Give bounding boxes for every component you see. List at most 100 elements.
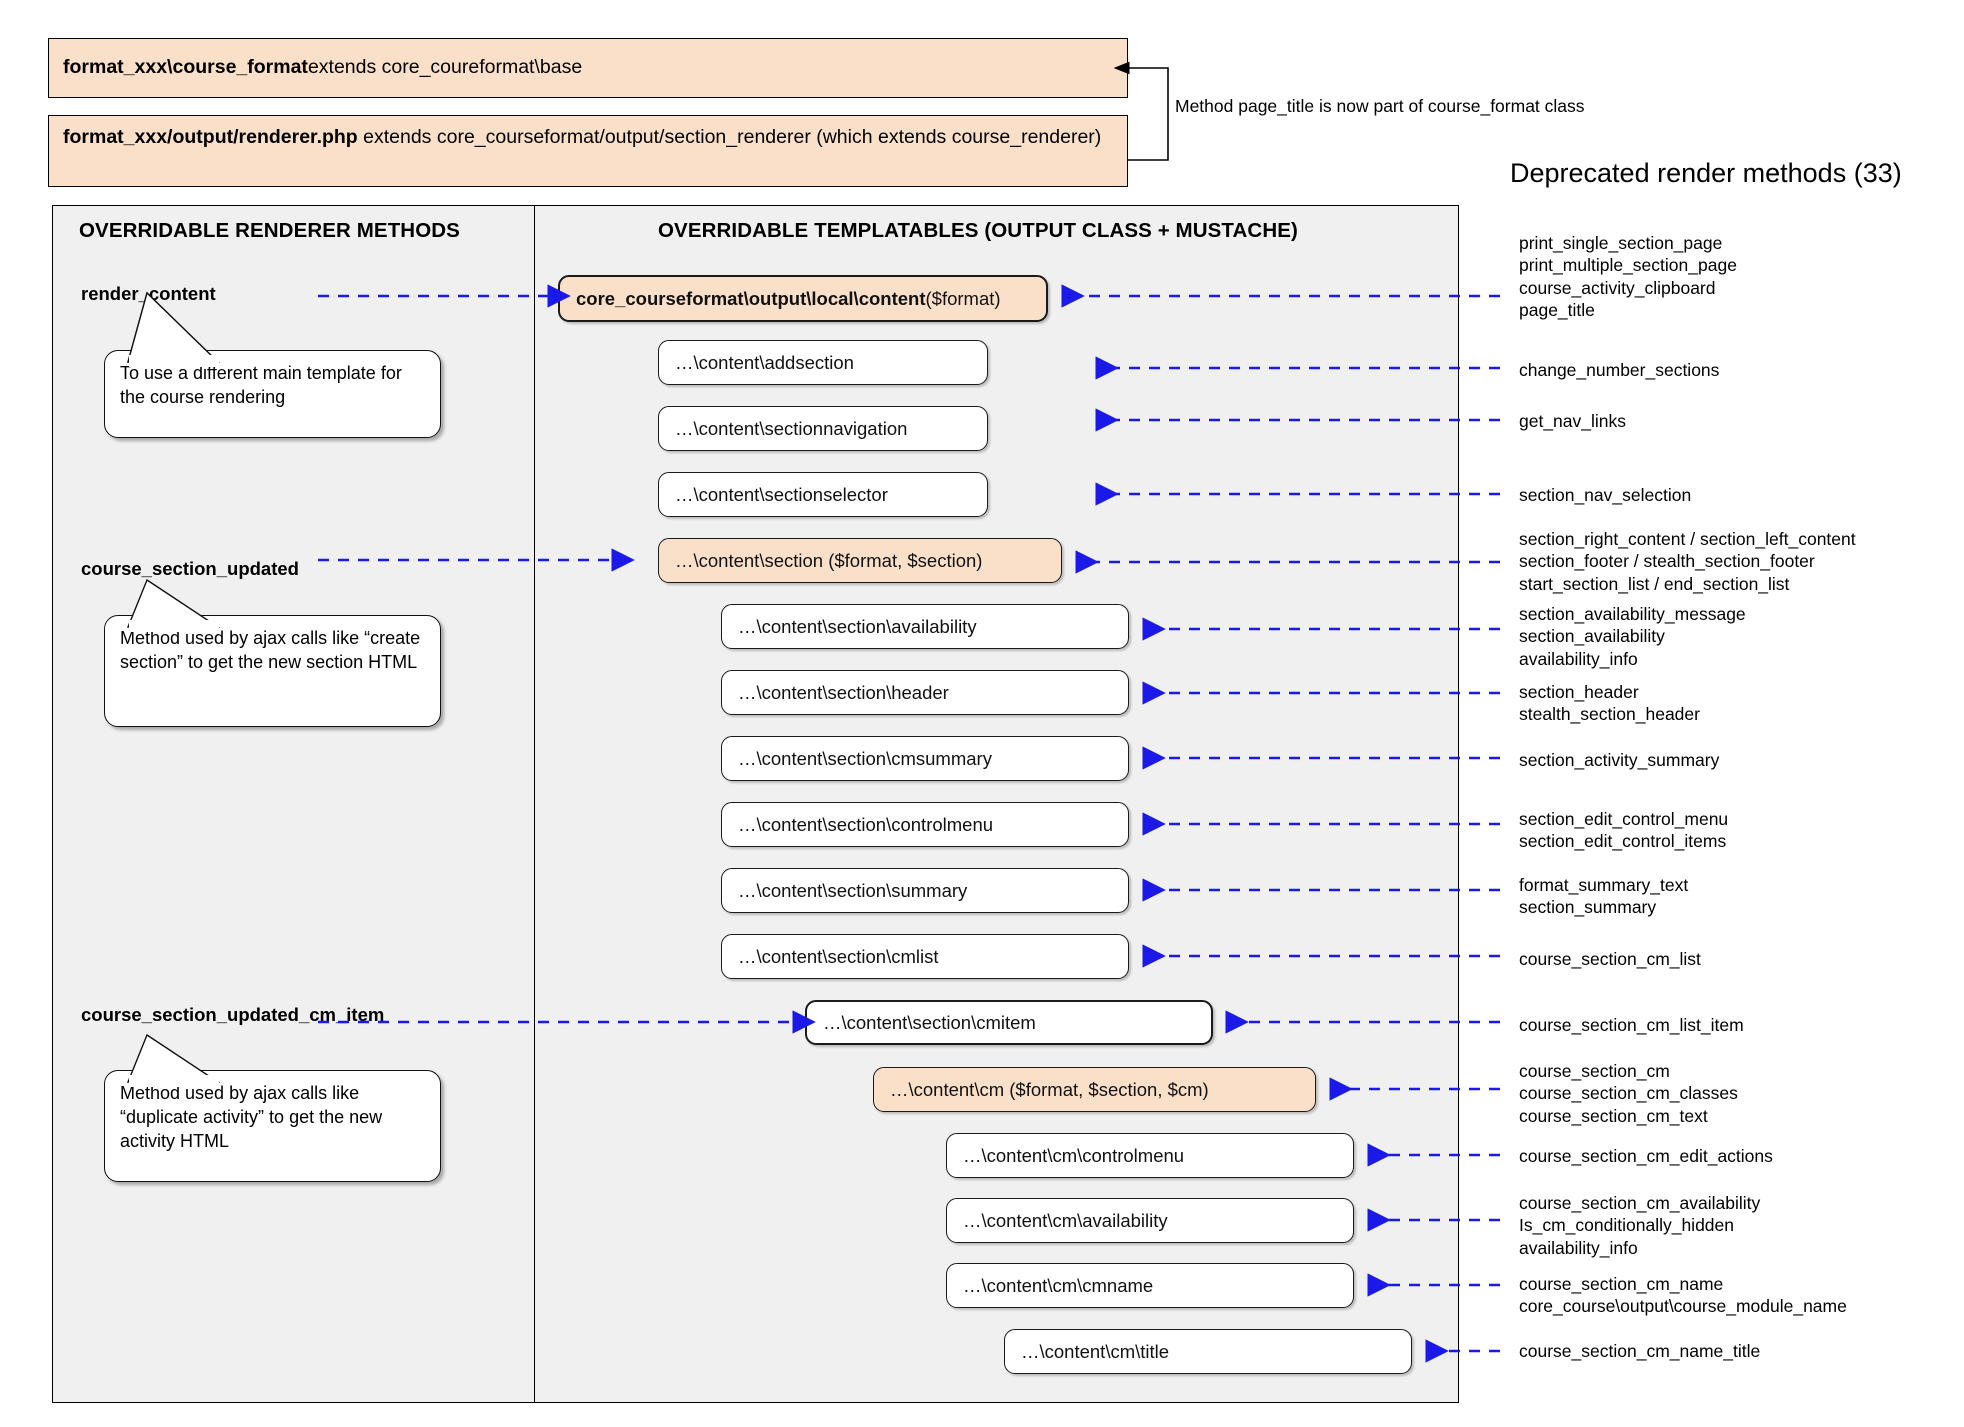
deprecated-group-13: course_section_cm_edit_actions [1519,1145,1773,1167]
deprecated-group-9: format_summary_text section_summary [1519,874,1688,919]
deprecated-group-8: section_edit_control_menu section_edit_c… [1519,808,1728,853]
templatable-box-sectionselector[interactable]: …\content\sectionselector [658,472,988,517]
templatable-box-section-controlmenu-label: …\content\section\controlmenu [738,813,994,835]
templatable-box-sectionnavigation-label: …\content\sectionnavigation [675,417,908,439]
templatable-box-cm-title-label: …\content\cm\title [1021,1340,1170,1362]
class-header-rest: extends core_coureformat\base [307,56,583,79]
deprecated-item: course_section_cm [1519,1061,1670,1081]
deprecated-item: availability_info [1519,1237,1638,1258]
templatable-box-content-rest: ($format) [925,287,1001,309]
deprecated-group-0: print_single_section_page print_multiple… [1519,232,1737,322]
deprecated-item: section_activity_summary [1519,750,1720,770]
deprecated-item: section_availability [1519,626,1665,647]
deprecated-item: course_section_cm_list [1519,949,1701,969]
class-header-bold: format_xxx\course_format [63,56,308,79]
deprecated-item: section_footer / stealth_section_footer [1519,551,1815,572]
deprecated-item: format_summary_text [1519,875,1689,895]
deprecated-group-11: course_section_cm_list_item [1519,1014,1744,1036]
deprecated-item: course_activity_clipboard [1519,277,1716,298]
deprecated-item: course_section_cm_name_title [1519,1341,1761,1361]
templatable-box-section[interactable]: …\content\section ($format, $section) [658,538,1062,583]
templatable-box-cm-controlmenu-label: …\content\cm\controlmenu [963,1144,1185,1166]
deprecated-item: page_title [1519,300,1595,321]
callout-render-content: To use a different main template for the… [104,350,441,438]
deprecated-item: Is_cm_conditionally_hidden [1519,1215,1734,1236]
templatable-box-sectionnavigation[interactable]: …\content\sectionnavigation [658,406,988,451]
templatable-box-addsection[interactable]: …\content\addsection [658,340,988,385]
deprecated-item: section_summary [1519,897,1657,918]
templatable-box-section-cmsummary-label: …\content\section\cmsummary [738,747,992,769]
templatable-box-cm-cmname-label: …\content\cm\cmname [963,1274,1154,1296]
deprecated-item: section_edit_control_menu [1519,809,1729,829]
templatable-box-cm-label: …\content\cm ($format, $section, $cm) [890,1078,1209,1100]
templatable-box-section-summary-label: …\content\section\summary [738,879,968,901]
header-bracket [1113,61,1169,161]
deprecated-item: core_course\output\course_module_name [1519,1296,1847,1317]
templatable-box-cm-availability-label: …\content\cm\availability [963,1209,1168,1231]
deprecated-item: section_right_content / section_left_con… [1519,529,1856,549]
deprecated-item: section_nav_selection [1519,485,1692,505]
deprecated-group-2: get_nav_links [1519,410,1626,432]
templatable-box-section-cmlist-label: …\content\section\cmlist [738,945,939,967]
templatable-box-cm-controlmenu[interactable]: …\content\cm\controlmenu [946,1133,1354,1178]
center-panel-title: OVERRIDABLE TEMPLATABLES (OUTPUT CLASS +… [658,219,1298,242]
renderer-header-rest: extends core_courseformat/output/section… [357,126,1102,148]
renderer-header-box: format_xxx/output/renderer.php extends c… [48,115,1128,187]
page-title-note: Method page_title is now part of course_… [1175,96,1585,116]
renderer-method-course-section-updated-cm-item: course_section_updated_cm_item [81,1004,385,1025]
deprecated-item: start_section_list / end_section_list [1519,573,1790,594]
templatable-box-section-availability-label: …\content\section\availability [738,615,977,637]
deprecated-item: course_section_cm_classes [1519,1083,1738,1104]
templatable-box-sectionselector-label: …\content\sectionselector [675,483,888,505]
deprecated-item: course_section_cm_availability [1519,1193,1761,1213]
deprecated-item: print_single_section_page [1519,233,1723,253]
templatable-box-addsection-label: …\content\addsection [675,351,854,373]
callout-course-section-updated: Method used by ajax calls like “create s… [104,615,441,727]
deprecated-item: section_header [1519,682,1639,702]
deprecated-item: section_edit_control_items [1519,831,1727,852]
deprecated-item: get_nav_links [1519,411,1627,431]
templatable-box-section-header-label: …\content\section\header [738,681,949,703]
deprecated-group-6: section_header stealth_section_header [1519,681,1700,726]
deprecated-group-14: course_section_cm_availability Is_cm_con… [1519,1192,1760,1259]
deprecated-group-12: course_section_cm course_section_cm_clas… [1519,1060,1738,1127]
deprecated-group-7: section_activity_summary [1519,749,1719,771]
deprecated-item: course_section_cm_list_item [1519,1015,1744,1035]
callout-course-section-updated-cm-item: Method used by ajax calls like “duplicat… [104,1070,441,1182]
deprecated-group-15: course_section_cm_name core_course\outpu… [1519,1273,1847,1318]
deprecated-group-10: course_section_cm_list [1519,948,1701,970]
templatable-box-cm-availability[interactable]: …\content\cm\availability [946,1198,1354,1243]
deprecated-group-5: section_availability_message section_ava… [1519,603,1746,670]
templatable-box-content[interactable]: core_courseformat\output\local\content (… [558,275,1048,322]
deprecated-group-16: course_section_cm_name_title [1519,1340,1760,1362]
renderer-method-course-section-updated: course_section_updated [81,558,299,579]
deprecated-item: availability_info [1519,648,1638,669]
templatable-box-section-availability[interactable]: …\content\section\availability [721,604,1129,649]
deprecated-group-3: section_nav_selection [1519,484,1691,506]
templatable-box-content-bold: core_courseformat\output\local\content [576,287,926,309]
deprecated-item: course_section_cm_name [1519,1274,1724,1294]
templatable-box-section-header[interactable]: …\content\section\header [721,670,1129,715]
deprecated-item: print_multiple_section_page [1519,255,1737,276]
templatable-box-section-label: …\content\section ($format, $section) [675,549,983,571]
templatable-box-section-cmitem-label: …\content\section\cmitem [823,1011,1036,1033]
deprecated-item: section_availability_message [1519,604,1746,624]
templatable-box-section-summary[interactable]: …\content\section\summary [721,868,1129,913]
renderer-method-render-content: render_content [81,283,216,304]
templatable-box-section-cmitem[interactable]: …\content\section\cmitem [805,1000,1213,1045]
templatable-box-section-controlmenu[interactable]: …\content\section\controlmenu [721,802,1129,847]
templatable-box-cm[interactable]: …\content\cm ($format, $section, $cm) [873,1067,1316,1112]
deprecated-group-1: change_number_sections [1519,359,1719,381]
templatable-box-cm-cmname[interactable]: …\content\cm\cmname [946,1263,1354,1308]
deprecated-item: course_section_cm_text [1519,1105,1708,1126]
left-panel-title: OVERRIDABLE RENDERER METHODS [79,219,460,242]
templatable-box-section-cmlist[interactable]: …\content\section\cmlist [721,934,1129,979]
class-header-box: format_xxx\course_format extends core_co… [48,38,1128,98]
deprecated-item: stealth_section_header [1519,704,1700,725]
deprecated-group-4: section_right_content / section_left_con… [1519,528,1856,595]
templatable-box-cm-title[interactable]: …\content\cm\title [1004,1329,1412,1374]
deprecated-title: Deprecated render methods (33) [1510,158,1902,188]
templatable-box-section-cmsummary[interactable]: …\content\section\cmsummary [721,736,1129,781]
deprecated-item: course_section_cm_edit_actions [1519,1146,1773,1166]
deprecated-item: change_number_sections [1519,360,1720,380]
